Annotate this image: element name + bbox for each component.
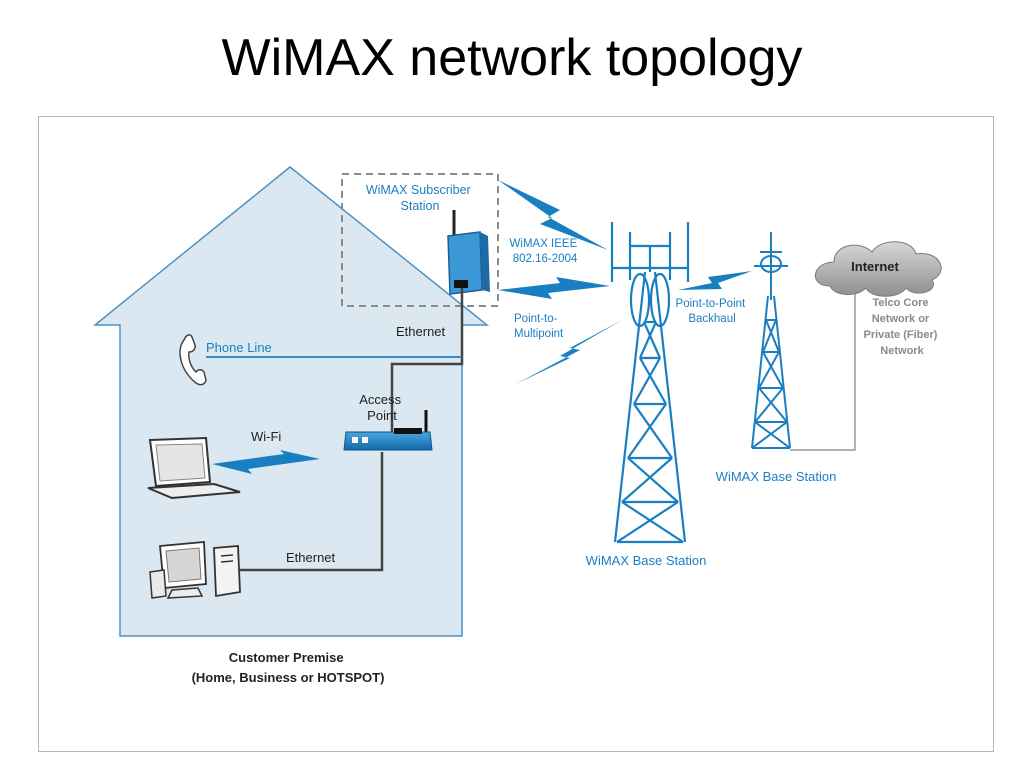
fiber-connection <box>790 292 856 451</box>
access-point-device <box>343 410 433 451</box>
subscriber-uplink-bolt <box>498 180 608 250</box>
house-outline <box>92 166 490 637</box>
wireless-signals <box>212 180 752 474</box>
subscriber-station-label: WiMAX Subscriber Station <box>366 183 474 213</box>
phone-line-label: Phone Line <box>206 340 272 355</box>
backhaul-base-station-label: WiMAX Base Station <box>716 469 837 484</box>
subscriber-station-box <box>341 173 499 307</box>
slide-title: WiMAX network topology <box>221 29 803 87</box>
wifi-signal-bolt <box>212 450 320 474</box>
ethernet-cable-bottom <box>240 452 384 572</box>
backhaul-bolt <box>678 271 752 290</box>
desktop-pc-icon <box>149 541 241 599</box>
multipoint-bolt <box>516 320 622 384</box>
customer-premise-label: Customer Premise (Home, Business or HOTS… <box>192 650 385 685</box>
point-to-multipoint-label: Point-to- Multipoint <box>514 313 564 340</box>
ieee-standard-label: WiMAX IEEE 802.16-2004 <box>510 238 581 265</box>
telco-network-label: Telco Core Network or Private (Fiber) Ne… <box>863 297 940 357</box>
backhaul-base-station-tower <box>751 232 791 449</box>
subscriber-station-device <box>447 210 490 295</box>
diagram-frame <box>38 116 994 752</box>
point-to-point-label: Point-to-Point Backhaul <box>676 298 749 325</box>
ieee-link-bolt <box>498 277 610 299</box>
ethernet-bottom-label: Ethernet <box>286 550 336 565</box>
ethernet-cable-top <box>390 288 464 432</box>
phone-icon <box>179 334 207 386</box>
access-point-label: Access Point <box>359 392 405 423</box>
laptop-icon <box>147 436 241 500</box>
internet-cloud-icon <box>814 241 942 297</box>
main-base-station-label: WiMAX Base Station <box>586 553 707 568</box>
main-base-station-tower <box>610 222 690 544</box>
internet-label: Internet <box>851 259 899 274</box>
wifi-label: Wi-Fi <box>251 429 281 444</box>
ethernet-top-label: Ethernet <box>396 324 446 339</box>
